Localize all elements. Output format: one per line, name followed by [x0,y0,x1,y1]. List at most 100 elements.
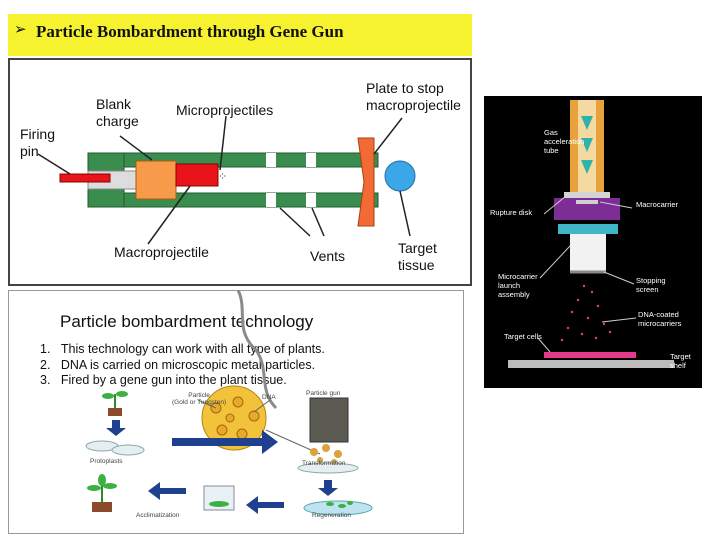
bullet-arrow-icon: ➢ [14,21,27,38]
label-transformation: Transformation [302,460,346,467]
blank-charge [135,160,177,200]
down-arrow-1 [112,420,120,428]
macrocarrier [576,200,598,204]
label-particle-line1: Particle [188,392,210,399]
label-particle-gun: Particle gun [306,390,341,397]
slide-title: Particle Bombardment through Gene Gun [36,22,344,41]
screen-pointer [603,271,635,285]
particle-gun-box [309,397,349,443]
launch-assembly-top [558,224,618,234]
regeneration-dish [303,500,373,516]
target-pointer [399,190,411,237]
macrocarrier-holder [554,198,620,220]
macrocarrier-pointer [599,201,633,209]
label-plate: Plate to stop macroprojectile [366,80,461,114]
macroprojectile [175,163,219,187]
microcarrier-spray [560,284,612,342]
label-macrocarrier: Macrocarrier [636,200,679,209]
label-microcarrier-line1: Microcarrier [498,272,538,281]
label-vents: Vents [310,248,346,264]
launch-pointer [539,245,571,279]
target-cells [544,352,636,358]
down-arrow-1-head [106,428,126,436]
label-shelf-line1: Target [670,352,691,361]
protoplast-dish-2 [111,444,145,456]
barrel-bottom-wall [87,192,379,208]
vents-pointer-1 [279,207,311,237]
barrel-top-wall [87,152,379,168]
label-dna-coated-line1: DNA-coated [638,310,679,319]
stopping-plate [357,137,375,227]
vent-top-1 [266,153,276,167]
technology-item-2: 2. DNA is carried on microscopic metal p… [40,358,315,372]
label-target-tissue: Target tissue [398,240,437,274]
label-gas-line3: tube [544,146,559,155]
technology-figure [85,290,373,516]
label-gas-line1: Gas [544,128,558,137]
gas-flow-arrow-2 [581,138,593,152]
gold-particles [210,396,260,440]
label-microcarrier-line2: launch [498,281,521,290]
right-arrow [172,438,262,446]
vent-bottom-1 [266,193,276,207]
label-target-shelf: Target shelf [670,352,691,370]
gene-gun-schematic: ⁘ [37,115,416,245]
label-regeneration: Regeneration [312,512,352,519]
label-stopping-line1: Stopping [636,276,666,285]
string-decoration [236,290,278,410]
dna-pointer [253,399,271,413]
rupture-pointer [543,195,567,215]
left-arrow-2-head [148,482,160,500]
label-stopping-line2: screen [636,285,659,294]
left-arrow-2 [160,488,186,494]
label-shelf-line2: shelf [670,361,686,370]
label-firing-pin-line2: pin [20,143,39,159]
right-arrow-head [262,430,278,454]
label-blank-charge-line1: Blank [96,96,132,112]
microprojectiles-pointer [219,115,227,171]
plant-icon [102,391,128,416]
left-arrow-1-head [246,496,258,514]
item-number: 1. [40,342,51,356]
blank-charge-pointer [119,135,153,161]
label-particle: Particle (Gold or Tungsten) [172,392,226,406]
particle-pointer [197,399,217,409]
item-text: DNA is carried on microscopic metal part… [60,358,316,372]
label-firing-pin: Firing pin [20,126,55,160]
down-arrow-2 [324,480,332,488]
rupture-disk [564,192,610,198]
regeneration-shoots [326,501,353,508]
label-blank-charge-line2: charge [96,113,139,129]
target-tissue [384,160,416,192]
microprojectile-dots: ⁘ [218,170,227,183]
technology-item-3: 3. Fired by a gene gun into the plant ti… [40,373,287,387]
label-particle-line2: (Gold or Tungsten) [172,399,227,406]
left-arrow-1 [258,502,284,508]
label-microcarrier-line3: assembly [498,290,530,299]
technology-title: Particle bombardment technology [60,312,314,331]
label-plate-line2: macroprojectile [366,97,461,113]
jar-plantlets [209,501,229,507]
gas-flow-arrow-3 [581,160,593,174]
vent-bottom-2 [306,193,316,207]
label-microcarrier-assembly: Microcarrier launch assembly [498,272,538,299]
label-dna-coated: DNA-coated microcarriers [638,310,681,328]
item-number: 3. [40,373,51,387]
item-text: Fired by a gene gun into the plant tissu… [60,373,287,387]
firing-pin-pointer [37,153,71,175]
label-rupture-disk: Rupture disk [490,208,533,217]
label-target-line1: Target [398,240,437,256]
label-microprojectiles: Microprojectiles [176,102,274,118]
launch-assembly-body [570,234,606,272]
label-protoplasts: Protoplasts [90,458,123,465]
transformation-dish [297,462,359,474]
label-gas-line2: acceleration [544,137,585,146]
label-macroprojectile: Macroprojectile [114,244,209,260]
label-dna-coated-line2: microcarriers [638,319,682,328]
plate-pointer [373,117,403,155]
label-dna: DNA [262,394,276,401]
acclimatized-plant-icon [87,474,117,512]
down-arrow-2-head [318,488,338,496]
vents-pointer-2 [311,207,325,237]
label-plate-line1: Plate to stop [366,80,444,96]
